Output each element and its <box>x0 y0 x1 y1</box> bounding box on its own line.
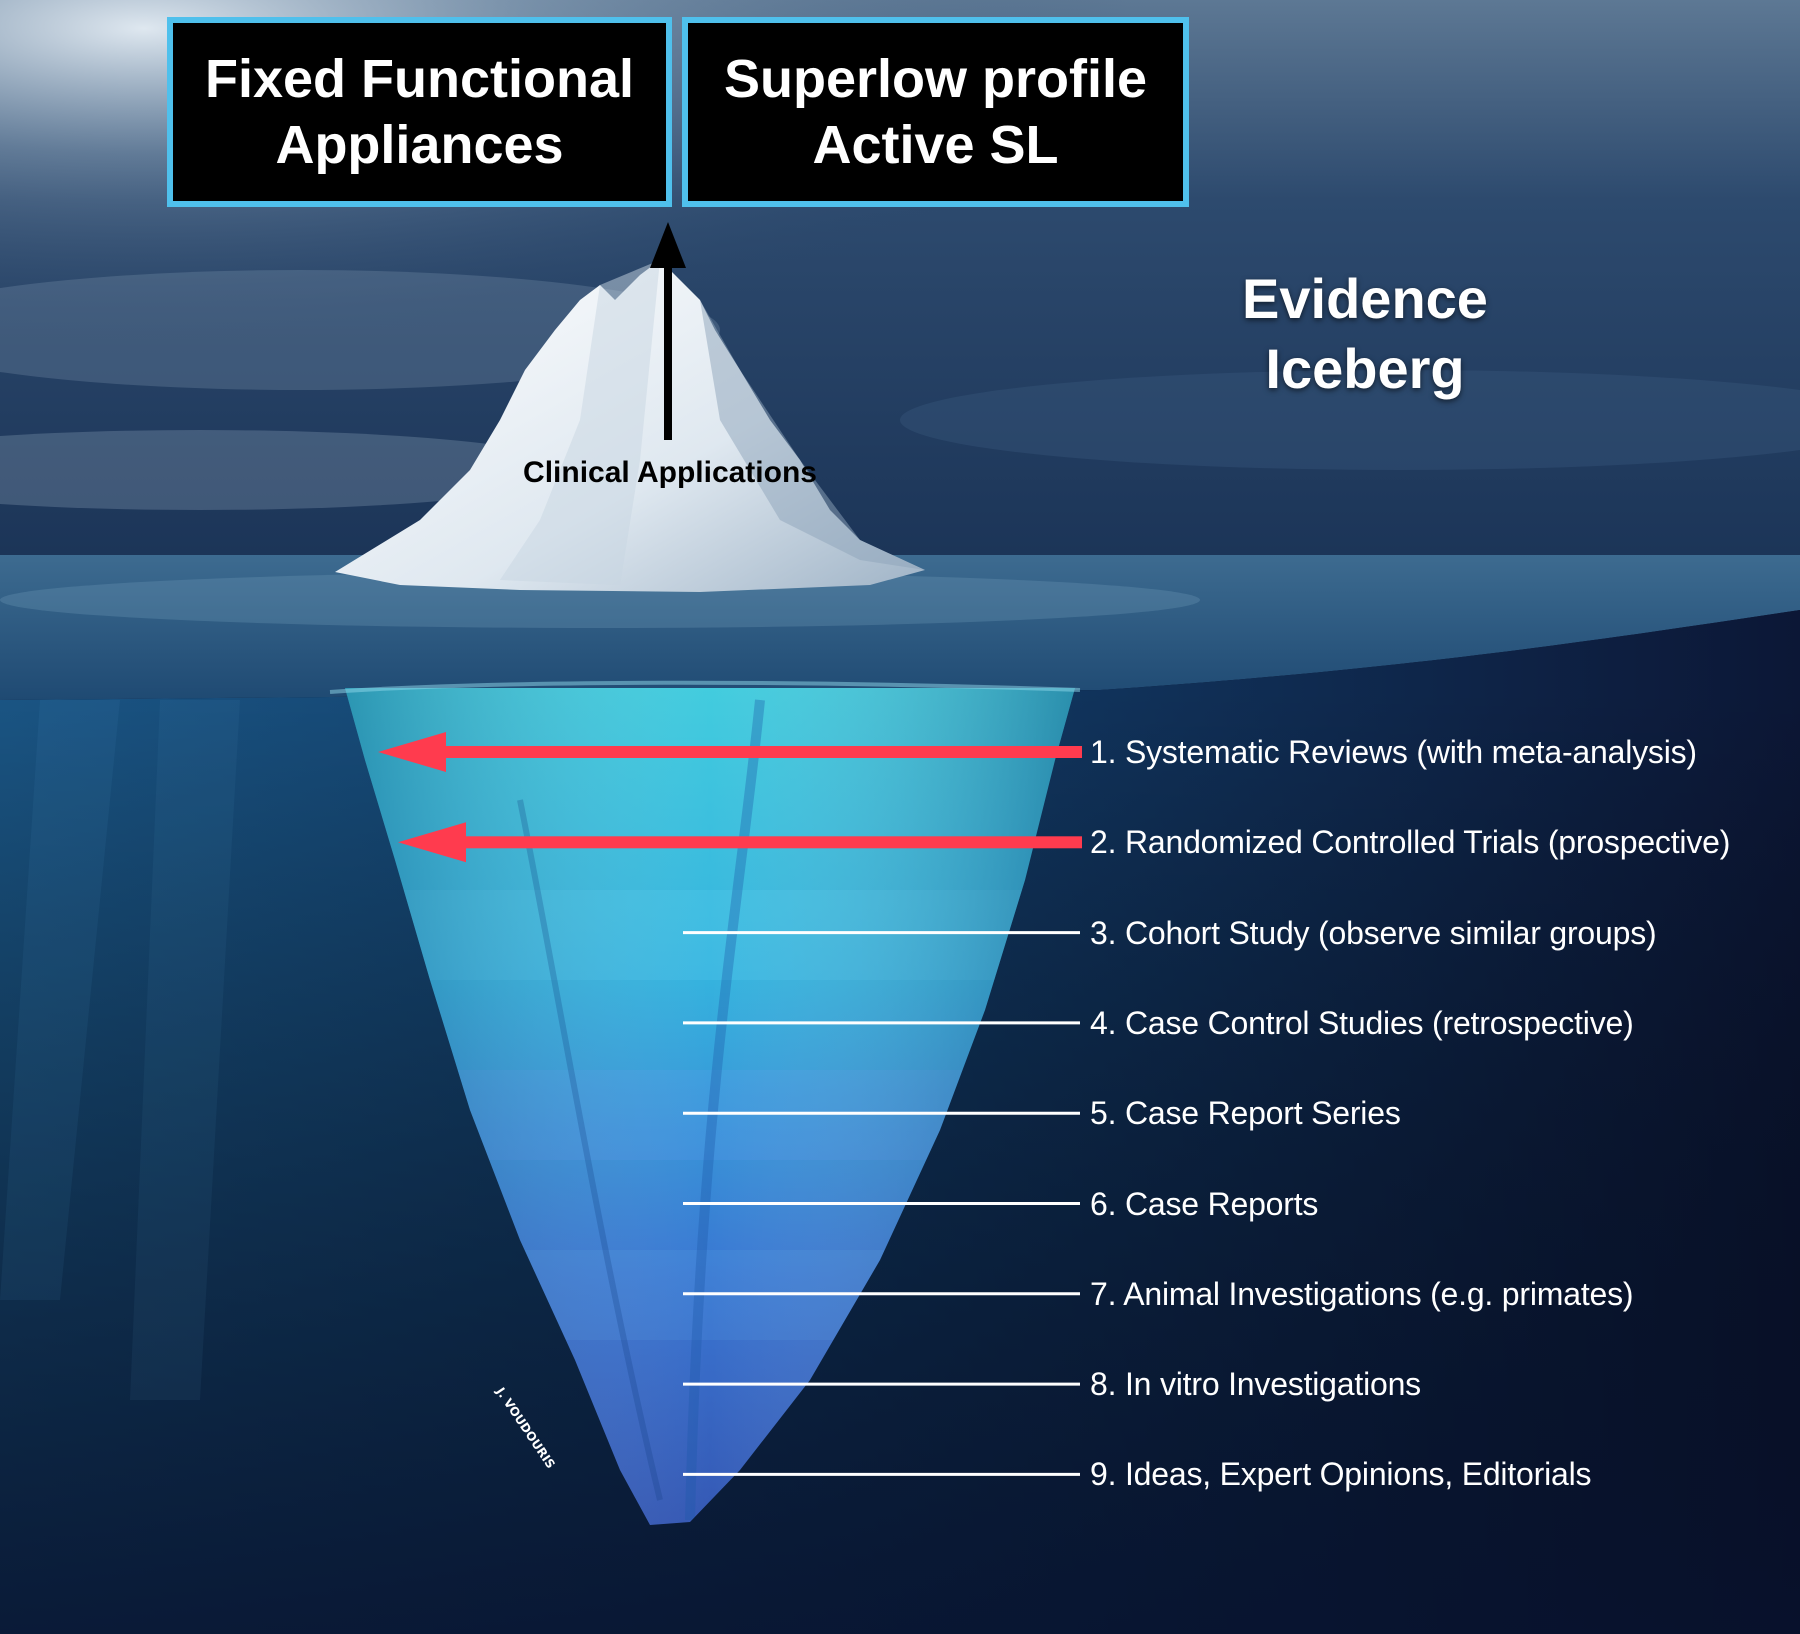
evidence-level-3: 3. Cohort Study (observe similar groups) <box>1090 914 1657 951</box>
header-box-superlow-profile: Superlow profile Active SL <box>682 17 1189 207</box>
evidence-level-5: 5. Case Report Series <box>1090 1095 1401 1132</box>
header-box-line: Appliances <box>275 115 564 175</box>
header-box-line: Fixed Functional <box>204 49 635 109</box>
evidence-level-6: 6. Case Reports <box>1090 1185 1319 1222</box>
header-box-fixed-functional-appliances: Fixed Functional Appliances <box>167 17 672 207</box>
diagram-title-line-1: Evidence <box>1242 267 1488 330</box>
evidence-level-7: 7. Animal Investigations (e.g. primates) <box>1090 1275 1634 1312</box>
evidence-level-4: 4. Case Control Studies (retrospective) <box>1090 1004 1634 1041</box>
evidence-level-2: 2. Randomized Controlled Trials (prospec… <box>1090 824 1731 861</box>
diagram-title-line-2: Iceberg <box>1265 337 1465 400</box>
header-box-line: Superlow profile <box>723 49 1148 109</box>
red-arrow-level-1 <box>378 732 1082 772</box>
evidence-level-9: 9. Ideas, Expert Opinions, Editorials <box>1090 1456 1592 1493</box>
red-arrow-level-2 <box>398 822 1082 863</box>
evidence-level-8: 8. In vitro Investigations <box>1090 1366 1421 1403</box>
evidence-level-1: 1. Systematic Reviews (with meta-analysi… <box>1090 734 1697 770</box>
peak-label: Clinical Applications <box>523 456 817 489</box>
header-box-line: Active SL <box>812 115 1059 175</box>
clinical-arrow <box>650 222 686 440</box>
